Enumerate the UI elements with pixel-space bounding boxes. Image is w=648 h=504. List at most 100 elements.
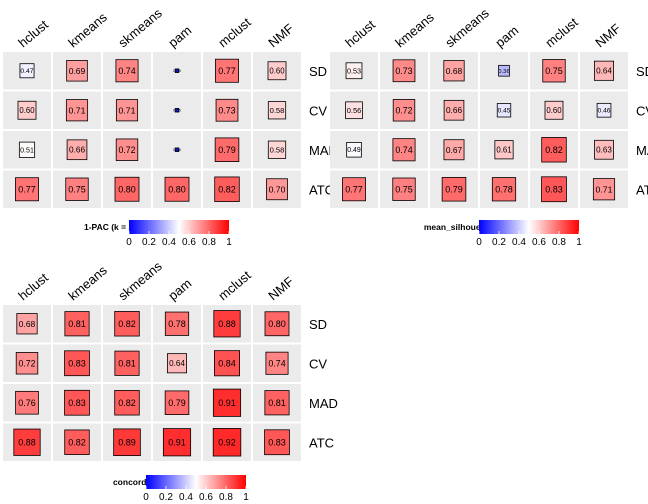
legend-tick-label: 1 <box>243 492 249 503</box>
cell-value-label: 0.47 <box>20 68 33 75</box>
legend-tick-label: 1 <box>576 237 582 248</box>
heatmap-square <box>264 390 290 416</box>
heatmap-square <box>15 177 39 202</box>
heatmap-square <box>18 141 36 158</box>
heatmap-square <box>115 99 139 122</box>
heatmap-square <box>392 177 416 201</box>
row-label: CV <box>309 103 327 118</box>
heatmap-square <box>443 60 465 82</box>
cell-value-label: 0.71 <box>69 105 86 115</box>
column-label: pam <box>492 23 521 51</box>
column-label: mclust <box>215 14 254 50</box>
heatmap-square <box>541 176 567 203</box>
legend-tick-label: 1 <box>226 237 232 248</box>
cell-value-label: 0.82 <box>545 145 563 155</box>
cell-value-label: 0.79 <box>445 184 463 194</box>
heatmap-square <box>15 390 39 415</box>
cell-value-label: 0.82 <box>218 184 236 194</box>
heatmap-square <box>498 64 510 77</box>
cell-value-label: 0.75 <box>68 184 86 194</box>
cell-value-label: 0.46 <box>598 108 611 115</box>
cell-value-label: 0.80 <box>118 184 136 194</box>
cell-value-label: 0.91 <box>168 437 186 447</box>
column-label: kmeans <box>392 9 437 50</box>
cell-value-label: 0.05 <box>173 108 182 113</box>
cell-value-label: 0.58 <box>270 146 285 155</box>
row-label: MAD <box>636 143 648 158</box>
cell-value-label: 0.71 <box>596 184 613 194</box>
column-label: mclust <box>215 267 254 303</box>
heatmap-square <box>264 311 290 337</box>
cell-value-label: 0.77 <box>345 184 363 194</box>
row-label: ATC <box>636 182 648 197</box>
cell-value-label: 0.82 <box>118 398 136 408</box>
heatmap-square <box>592 178 616 201</box>
heatmap-square <box>594 139 614 160</box>
cell-value-label: 0.80 <box>268 319 286 329</box>
row-label: ATC <box>309 182 334 197</box>
heatmap-square <box>174 108 180 113</box>
cell-value-label: 0.05 <box>173 68 182 73</box>
column-label: hclust <box>15 17 51 51</box>
heatmap-square <box>215 58 239 83</box>
cell-value-label: 0.05 <box>173 147 182 152</box>
heatmap-square <box>345 101 363 120</box>
heatmap-square <box>174 68 180 73</box>
legend-tick-label: 0.8 <box>202 237 216 248</box>
cell-value-label: 0.88 <box>218 319 236 329</box>
heatmap-square <box>13 428 41 456</box>
column-label: kmeans <box>65 262 110 303</box>
legend-tick-label: 0.2 <box>142 237 156 248</box>
cell-value-label: 0.66 <box>446 106 462 115</box>
cell-value-label: 0.72 <box>118 145 135 155</box>
row-label: CV <box>309 356 327 371</box>
heatmap-square <box>115 59 139 83</box>
legend-tick-label: 0.2 <box>159 492 173 503</box>
heatmap-square <box>115 138 139 161</box>
heatmap-square <box>267 61 287 81</box>
cell-value-label: 0.66 <box>69 146 85 155</box>
cell-value-label: 0.60 <box>269 67 285 76</box>
cell-value-label: 0.79 <box>168 398 186 408</box>
legend-tick-label: 0.4 <box>162 237 176 248</box>
row-label: SD <box>309 317 327 332</box>
heatmap-square <box>164 176 190 202</box>
cell-value-label: 0.75 <box>545 66 563 76</box>
heatmap-square <box>164 390 190 415</box>
heatmap-square <box>496 103 512 118</box>
heatmap-square <box>267 140 287 159</box>
cell-value-label: 0.73 <box>395 66 412 76</box>
cell-value-label: 0.70 <box>269 184 286 194</box>
cell-value-label: 0.83 <box>268 437 286 447</box>
cell-value-label: 0.77 <box>218 66 236 76</box>
row-label: ATC <box>309 435 334 450</box>
cell-value-label: 0.68 <box>19 319 36 329</box>
legend-tick-label: 0.6 <box>532 237 546 248</box>
column-label: NMF <box>592 21 623 51</box>
heatmap-square <box>114 176 140 202</box>
cell-value-label: 0.72 <box>395 105 412 115</box>
heatmap-square <box>443 99 465 121</box>
cell-value-label: 0.72 <box>18 358 35 368</box>
row-label: SD <box>636 64 648 79</box>
cell-value-label: 0.68 <box>446 66 463 76</box>
cell-value-label: 0.91 <box>218 398 236 408</box>
heatmap-square <box>214 176 240 202</box>
column-label: skmeans <box>115 258 165 303</box>
column-label: pam <box>165 23 194 51</box>
heatmap-square <box>443 139 465 161</box>
heatmap-square <box>541 137 567 163</box>
column-label: NMF <box>265 274 296 304</box>
heatmap-square <box>166 353 187 374</box>
legend-tick-label: 0.4 <box>512 237 526 248</box>
cell-value-label: 0.74 <box>268 358 285 368</box>
cell-value-label: 0.49 <box>347 147 361 154</box>
cell-value-label: 0.67 <box>446 145 463 155</box>
heatmap-square <box>64 350 90 377</box>
heatmap-square <box>114 311 140 337</box>
cell-value-label: 0.71 <box>119 105 136 115</box>
column-label: skmeans <box>115 5 165 50</box>
heatmap-square <box>65 177 89 201</box>
legend-colorbar <box>146 475 246 489</box>
heatmap-square <box>174 147 180 152</box>
